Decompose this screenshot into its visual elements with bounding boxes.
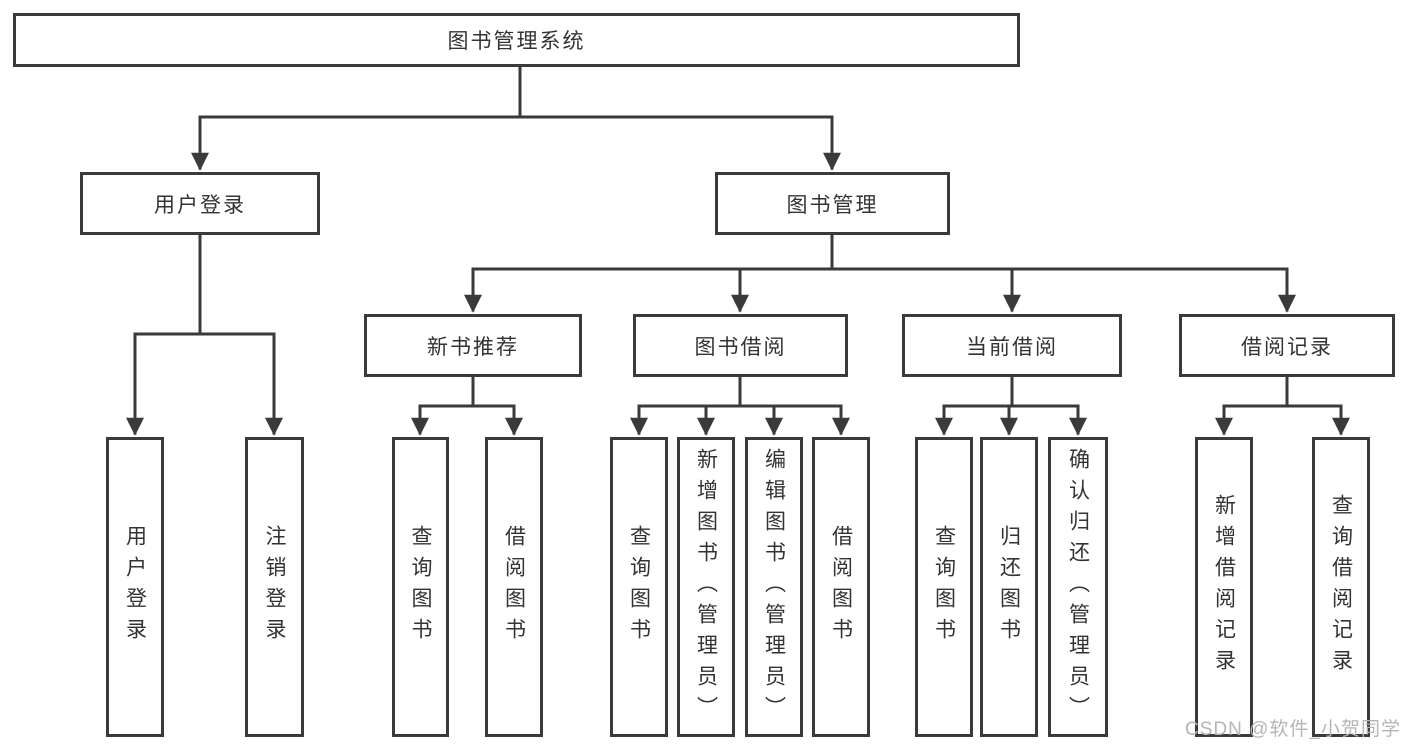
- node-book-management-branch: 图书管理: [715, 172, 950, 235]
- node-user-login-branch: 用户登录: [80, 172, 320, 235]
- node-add-borrow-record: 新增借阅记录: [1195, 437, 1253, 737]
- node-label: 查询图书: [409, 525, 433, 649]
- node-search-books-recommend: 查询图书: [392, 437, 449, 737]
- node-new-book-recommend: 新书推荐: [364, 314, 582, 377]
- node-add-books-admin: 新增图书（管理员）: [677, 437, 735, 737]
- node-label: 新书推荐: [427, 335, 519, 359]
- node-label: 查询借阅记录: [1329, 494, 1353, 680]
- node-logout: 注销登录: [245, 437, 304, 737]
- node-book-borrowing: 图书借阅: [633, 314, 848, 377]
- node-label: 注销登录: [263, 525, 287, 649]
- node-label: 借阅记录: [1241, 335, 1333, 359]
- node-return-books: 归还图书: [980, 437, 1038, 737]
- node-borrow-books: 借阅图书: [812, 437, 870, 737]
- node-label: 归还图书: [997, 525, 1021, 649]
- csdn-watermark: CSDN @软件_小贺同学: [1185, 719, 1401, 740]
- node-borrowing-records: 借阅记录: [1179, 314, 1395, 377]
- node-label: 新增图书（管理员）: [694, 447, 718, 727]
- node-label: 查询图书: [627, 525, 651, 649]
- node-label: 图书管理系统: [447, 30, 586, 53]
- node-borrow-books-recommend: 借阅图书: [485, 437, 543, 737]
- node-search-books-borrowing: 查询图书: [610, 437, 668, 737]
- node-user-login: 用户登录: [106, 437, 164, 737]
- node-label: 查询图书: [932, 525, 956, 649]
- node-library-management-system: 图书管理系统: [13, 13, 1020, 67]
- node-label: 用户登录: [154, 193, 246, 217]
- node-current-borrowing: 当前借阅: [902, 314, 1122, 377]
- node-label: 确认归还（管理员）: [1066, 447, 1090, 727]
- node-label: 编辑图书（管理员）: [762, 447, 786, 727]
- node-search-books-current: 查询图书: [915, 437, 973, 737]
- node-search-borrow-record: 查询借阅记录: [1312, 437, 1370, 737]
- node-confirm-return-admin: 确认归还（管理员）: [1048, 437, 1108, 737]
- node-label: 图书管理: [786, 193, 879, 217]
- node-label: 图书借阅: [694, 335, 787, 359]
- node-label: 新增借阅记录: [1212, 494, 1236, 680]
- node-label: 借阅图书: [829, 525, 853, 649]
- node-label: 用户登录: [123, 525, 147, 649]
- node-edit-books-admin: 编辑图书（管理员）: [745, 437, 803, 737]
- node-label: 当前借阅: [966, 335, 1058, 359]
- node-label: 借阅图书: [502, 525, 526, 649]
